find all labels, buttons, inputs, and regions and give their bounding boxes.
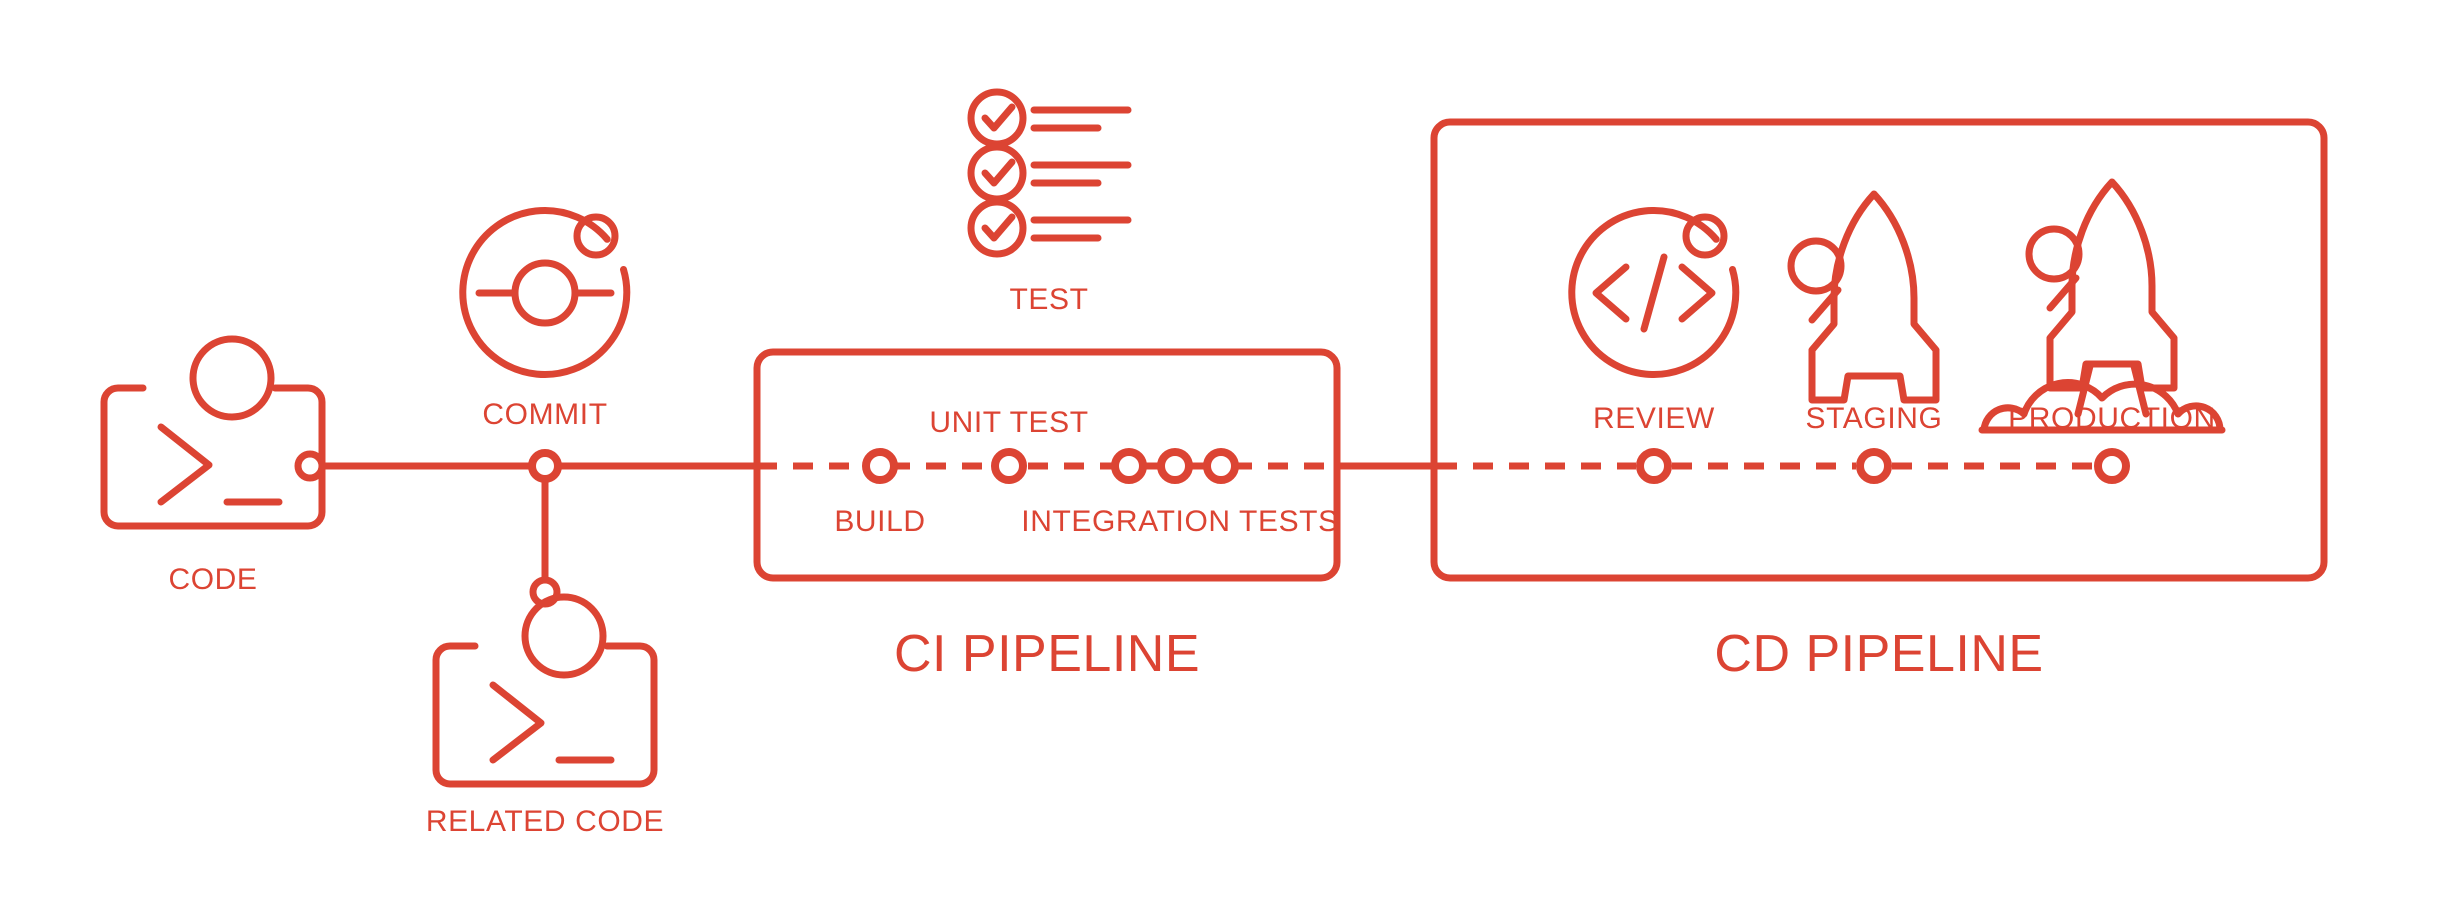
- rocket-icon: [1791, 194, 1936, 400]
- commit-junction-node: [528, 449, 562, 483]
- code-icon: [104, 339, 322, 526]
- ci-stage-label-unit-test: UNIT TEST: [929, 406, 1088, 439]
- node-unit-test: [991, 448, 1027, 484]
- cd-stage-label-staging: STAGING: [1806, 402, 1943, 435]
- commit-label: COMMIT: [482, 398, 607, 431]
- node-production: [2094, 448, 2130, 484]
- ci-stage-label-integration-tests: INTEGRATION TESTS: [1021, 505, 1338, 538]
- ci-stage-label-build: BUILD: [834, 505, 925, 538]
- code-label: CODE: [168, 563, 257, 596]
- ci-pipeline-title: CI PIPELINE: [894, 625, 1200, 683]
- rocket-launch-icon: [1978, 182, 2226, 434]
- cd-pipeline-title: CD PIPELINE: [1714, 625, 2043, 683]
- commit-icon: [459, 207, 631, 378]
- cd-stage-label-review: REVIEW: [1593, 402, 1715, 435]
- node-review: [1636, 448, 1672, 484]
- cd-pipeline-box: [1430, 118, 2328, 582]
- code-review-circle-icon: [1568, 207, 1740, 378]
- related-code-label: RELATED CODE: [426, 805, 664, 838]
- node-integration-test-3: [1203, 448, 1239, 484]
- node-build: [862, 448, 898, 484]
- node-staging: [1856, 448, 1892, 484]
- timeline-start-node: [294, 450, 326, 482]
- checklist-icon: [967, 88, 1132, 258]
- test-label: TEST: [1009, 283, 1088, 316]
- cd-stage-label-production: PRODUCTION: [2008, 402, 2216, 435]
- related-code-icon: [436, 597, 654, 784]
- node-integration-test-1: [1111, 448, 1147, 484]
- node-integration-test-2: [1157, 448, 1193, 484]
